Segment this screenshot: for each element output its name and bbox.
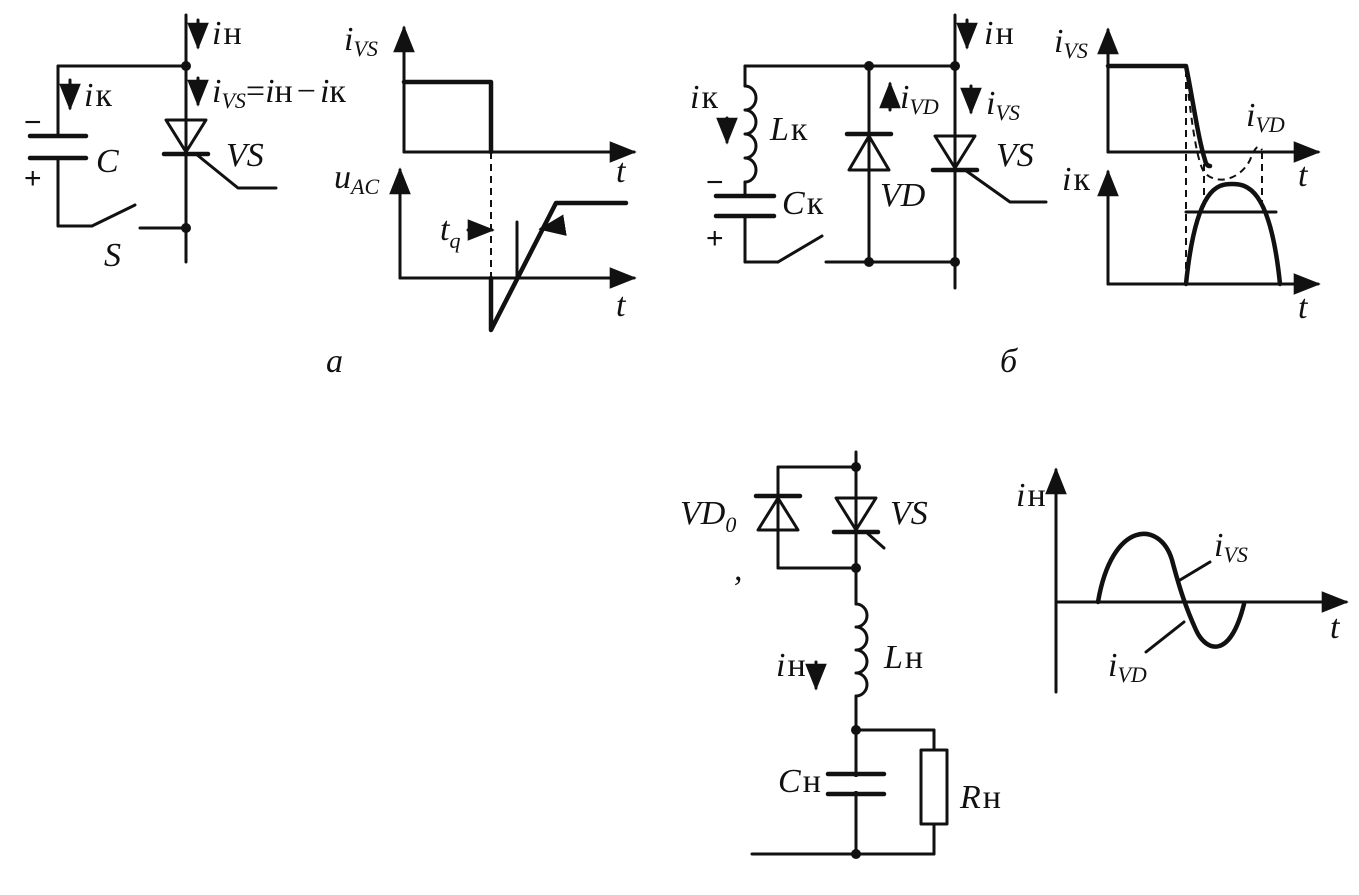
node [851,849,861,859]
node [851,462,861,472]
label-ln: Lн [883,639,923,676]
capacitor-gap [848,777,864,791]
label-in-axis: iн [1016,477,1046,514]
label-vs: VS [226,137,264,174]
ik-waveform [1183,181,1283,287]
label-t: t [616,287,627,324]
panel-label-a: а [326,343,343,380]
node [864,257,874,267]
label-s: S [104,237,121,274]
node [851,563,861,573]
label-t: t [1298,157,1309,194]
panel-b-circuit: iн iVD iVS iк Lк − Cк + VD VS [690,13,1048,290]
label-ck: Cк [782,185,824,222]
label-ivs: iVS [986,85,1020,125]
label-cn: Cн [778,763,821,800]
label-ivd: iVD [1108,647,1147,687]
label-i-k: iк [84,77,112,114]
label-minus: − [706,166,724,199]
inductor-lk [743,84,758,184]
panel-a-waveforms: iVS t uAC tq t [334,21,637,333]
label-i-n: iн [984,15,1014,52]
diode-vd-body [847,134,891,172]
label-rn: Rн [959,779,1001,816]
switch-blade [90,203,137,228]
label-ivs-axis: iVS [344,21,378,61]
label-ivd: iVD [1246,97,1285,137]
label-i-n: iн [212,15,242,52]
label-comma: , [734,551,743,588]
switch-blade [776,234,824,264]
thyristor-vs-body [933,134,977,170]
node [864,61,874,71]
ivs-waveform [401,79,494,155]
label-vd0: VD0 [680,495,736,537]
node [181,223,191,233]
label-ivd: iVD [900,79,939,119]
diode-vd0-body [756,496,800,532]
label-plus: + [24,162,42,195]
label-ik-axis: iк [1062,161,1090,198]
label-t: t [1330,609,1341,646]
label-ivs-equation: iVS=iн−iк [212,73,346,113]
uac-waveform [488,200,629,333]
leader-ivs [1178,560,1212,582]
arrow-icon [538,214,567,236]
thyristor-vs-body [834,496,878,532]
panel-c-waveform: iн iVS t iVD [1016,467,1349,694]
in-waveform [1095,531,1247,649]
label-lk: Lк [769,111,808,148]
panel-c-circuit: VD0 VS , iн Lн Cн Rн [680,450,1001,859]
panel-a-circuit: iн iVS=iн−iк iк − + C VS S [24,13,346,274]
label-vs: VS [996,137,1034,174]
leader-ivd [1144,620,1186,654]
ivd-dashed-waveform [1185,69,1263,181]
panel-label-b: б [1000,343,1019,380]
label-minus: − [24,106,42,139]
label-vs: VS [890,495,928,532]
label-plus: + [706,222,724,255]
inductor-ln [854,602,869,698]
thyristor-vs-body [164,118,208,154]
label-uac-axis: uAC [334,159,379,199]
thyristor-vs-gate [194,152,278,190]
panel-b-waveforms: iVS iVD t iк t [1054,23,1321,326]
label-c: C [96,143,119,180]
label-t: t [616,153,627,190]
resistor-rn [919,748,949,826]
label-ivs-axis: iVS [1054,23,1088,63]
thyristor-vs-gate [963,168,1048,204]
label-i-n: iн [776,647,806,684]
node [950,257,960,267]
node [950,61,960,71]
label-ivs: iVS [1214,527,1248,567]
label-tq: tq [440,211,460,253]
node [851,725,861,735]
thyristor-vs-gate [864,530,886,550]
label-i-k: iк [690,79,718,116]
label-t: t [1298,289,1309,326]
label-vd: VD [880,177,926,214]
node [181,61,191,71]
